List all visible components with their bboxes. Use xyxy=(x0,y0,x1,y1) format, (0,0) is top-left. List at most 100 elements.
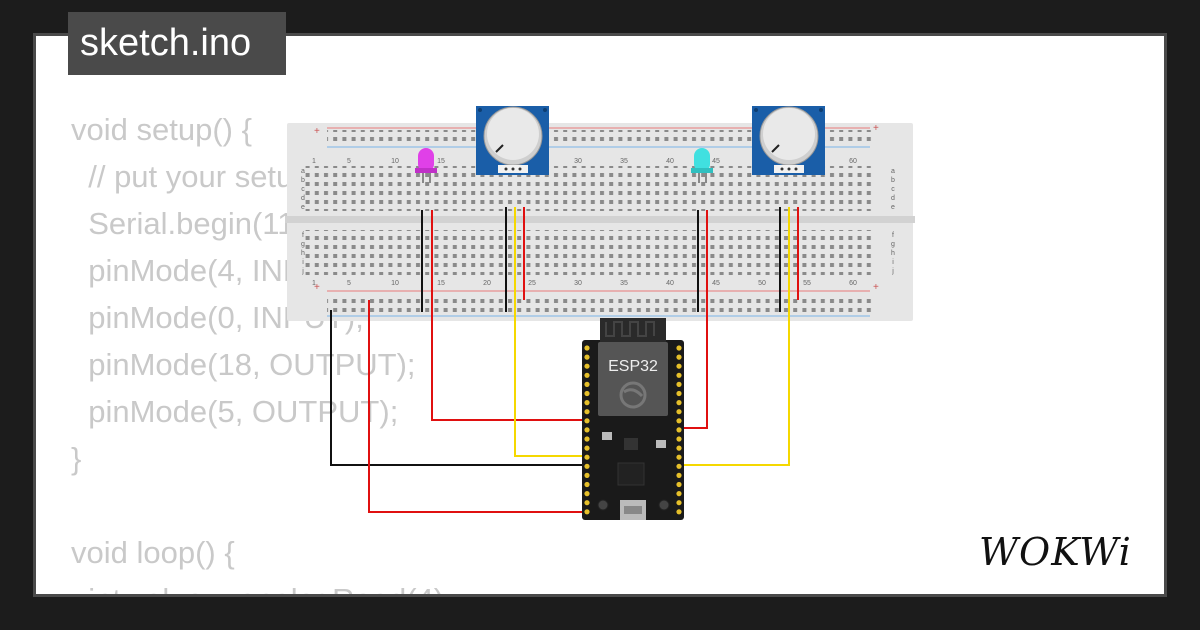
svg-text:+: + xyxy=(873,123,879,134)
header-pin[interactable] xyxy=(676,409,682,415)
header-pin[interactable] xyxy=(676,390,682,397)
column-label: 25 xyxy=(528,280,536,287)
header-pin[interactable] xyxy=(676,436,682,442)
potentiometer-1[interactable] xyxy=(476,106,549,175)
header-pin[interactable] xyxy=(584,400,590,406)
column-label: 55 xyxy=(803,280,811,287)
header-pin[interactable] xyxy=(676,500,682,506)
file-name-tab[interactable]: sketch.ino xyxy=(68,12,286,75)
column-label: 5 xyxy=(347,280,351,287)
column-label: 40 xyxy=(666,280,674,287)
wire-red-vcc-left xyxy=(368,300,585,513)
row-label: d xyxy=(301,195,305,202)
row-label: b xyxy=(301,177,305,184)
header-pin[interactable] xyxy=(584,454,590,460)
column-label: 35 xyxy=(620,280,628,287)
column-label: 1 xyxy=(312,280,316,287)
wokwi-logo: WOKWi xyxy=(979,530,1132,574)
column-label: 20 xyxy=(483,280,491,287)
wire-yellow-pot2 xyxy=(680,207,790,466)
esp32-board[interactable]: ESP32 xyxy=(582,318,684,520)
header-pin[interactable] xyxy=(676,481,682,488)
header-pin[interactable] xyxy=(584,427,590,433)
header-pin[interactable] xyxy=(584,418,590,424)
header-pin[interactable] xyxy=(676,372,682,378)
header-pin[interactable] xyxy=(584,500,590,506)
header-pin[interactable] xyxy=(584,445,590,451)
row-label: g xyxy=(891,241,895,248)
column-label: 5 xyxy=(347,158,351,165)
column-label: 15 xyxy=(437,280,445,287)
column-label: 45 xyxy=(712,158,720,165)
row-label: e xyxy=(891,204,895,211)
header-pin[interactable] xyxy=(584,472,590,478)
row-label: c xyxy=(891,186,895,193)
column-label: 60 xyxy=(849,280,857,287)
board-label: ESP32 xyxy=(608,358,658,375)
header-pin[interactable] xyxy=(676,463,682,469)
wire-black-gnd-left xyxy=(330,310,585,466)
row-label: j xyxy=(891,268,894,275)
row-label: h xyxy=(301,250,305,257)
potentiometer-2[interactable] xyxy=(752,106,825,175)
header-pin[interactable] xyxy=(584,345,590,351)
header-pin[interactable] xyxy=(676,418,682,424)
svg-text:WOKWi: WOKWi xyxy=(979,530,1132,574)
header-pin[interactable] xyxy=(584,491,590,497)
row-label: d xyxy=(891,195,895,202)
column-label: 15 xyxy=(437,158,445,165)
header-pin[interactable] xyxy=(676,400,682,406)
row-label: a xyxy=(301,168,305,175)
header-pin[interactable] xyxy=(676,509,682,515)
column-label: 10 xyxy=(391,280,399,287)
column-label: 45 xyxy=(712,280,720,287)
header-pin[interactable] xyxy=(584,390,590,397)
row-label: i xyxy=(302,259,304,266)
column-label: 35 xyxy=(620,158,628,165)
header-pin[interactable] xyxy=(584,354,590,360)
header-pin[interactable] xyxy=(584,436,590,442)
code-line: } xyxy=(71,441,82,476)
header-pin[interactable] xyxy=(676,491,682,497)
code-line: pinMode(18, OUTPUT); xyxy=(71,347,416,382)
header-pin[interactable] xyxy=(676,354,682,360)
row-label: i xyxy=(892,259,894,266)
column-label: 30 xyxy=(574,158,582,165)
espressif-logo xyxy=(619,381,647,409)
header-pin[interactable] xyxy=(676,381,682,387)
wire-red-led1 xyxy=(431,210,585,421)
svg-text:+: + xyxy=(314,126,320,137)
header-pin[interactable] xyxy=(584,481,590,488)
svg-text:+: + xyxy=(314,282,320,293)
header-pin[interactable] xyxy=(584,409,590,415)
row-label: h xyxy=(891,250,895,257)
led-cyan[interactable] xyxy=(691,148,713,183)
header-pin[interactable] xyxy=(584,381,590,387)
row-label: f xyxy=(302,232,304,239)
header-pin[interactable] xyxy=(676,345,682,351)
code-line: void loop() { xyxy=(71,535,235,570)
column-label: 50 xyxy=(758,280,766,287)
wire-red-led2 xyxy=(680,210,708,429)
row-label: a xyxy=(891,168,895,175)
wire-yellow-pot1 xyxy=(514,207,585,457)
header-pin[interactable] xyxy=(584,463,590,469)
column-label: 40 xyxy=(666,158,674,165)
svg-text:+: + xyxy=(873,282,879,293)
header-pin[interactable] xyxy=(676,363,682,369)
header-pin[interactable] xyxy=(584,363,590,369)
row-label: j xyxy=(301,268,304,275)
row-label: f xyxy=(892,232,894,239)
led-magenta[interactable] xyxy=(415,148,437,183)
header-pin[interactable] xyxy=(676,454,682,460)
column-label: 1 xyxy=(312,158,316,165)
column-label: 10 xyxy=(391,158,399,165)
header-pin[interactable] xyxy=(676,445,682,451)
header-pin[interactable] xyxy=(584,372,590,378)
header-pin[interactable] xyxy=(584,509,590,515)
header-pin[interactable] xyxy=(676,427,682,433)
header-pin[interactable] xyxy=(676,472,682,478)
pin-header-right xyxy=(676,345,682,515)
